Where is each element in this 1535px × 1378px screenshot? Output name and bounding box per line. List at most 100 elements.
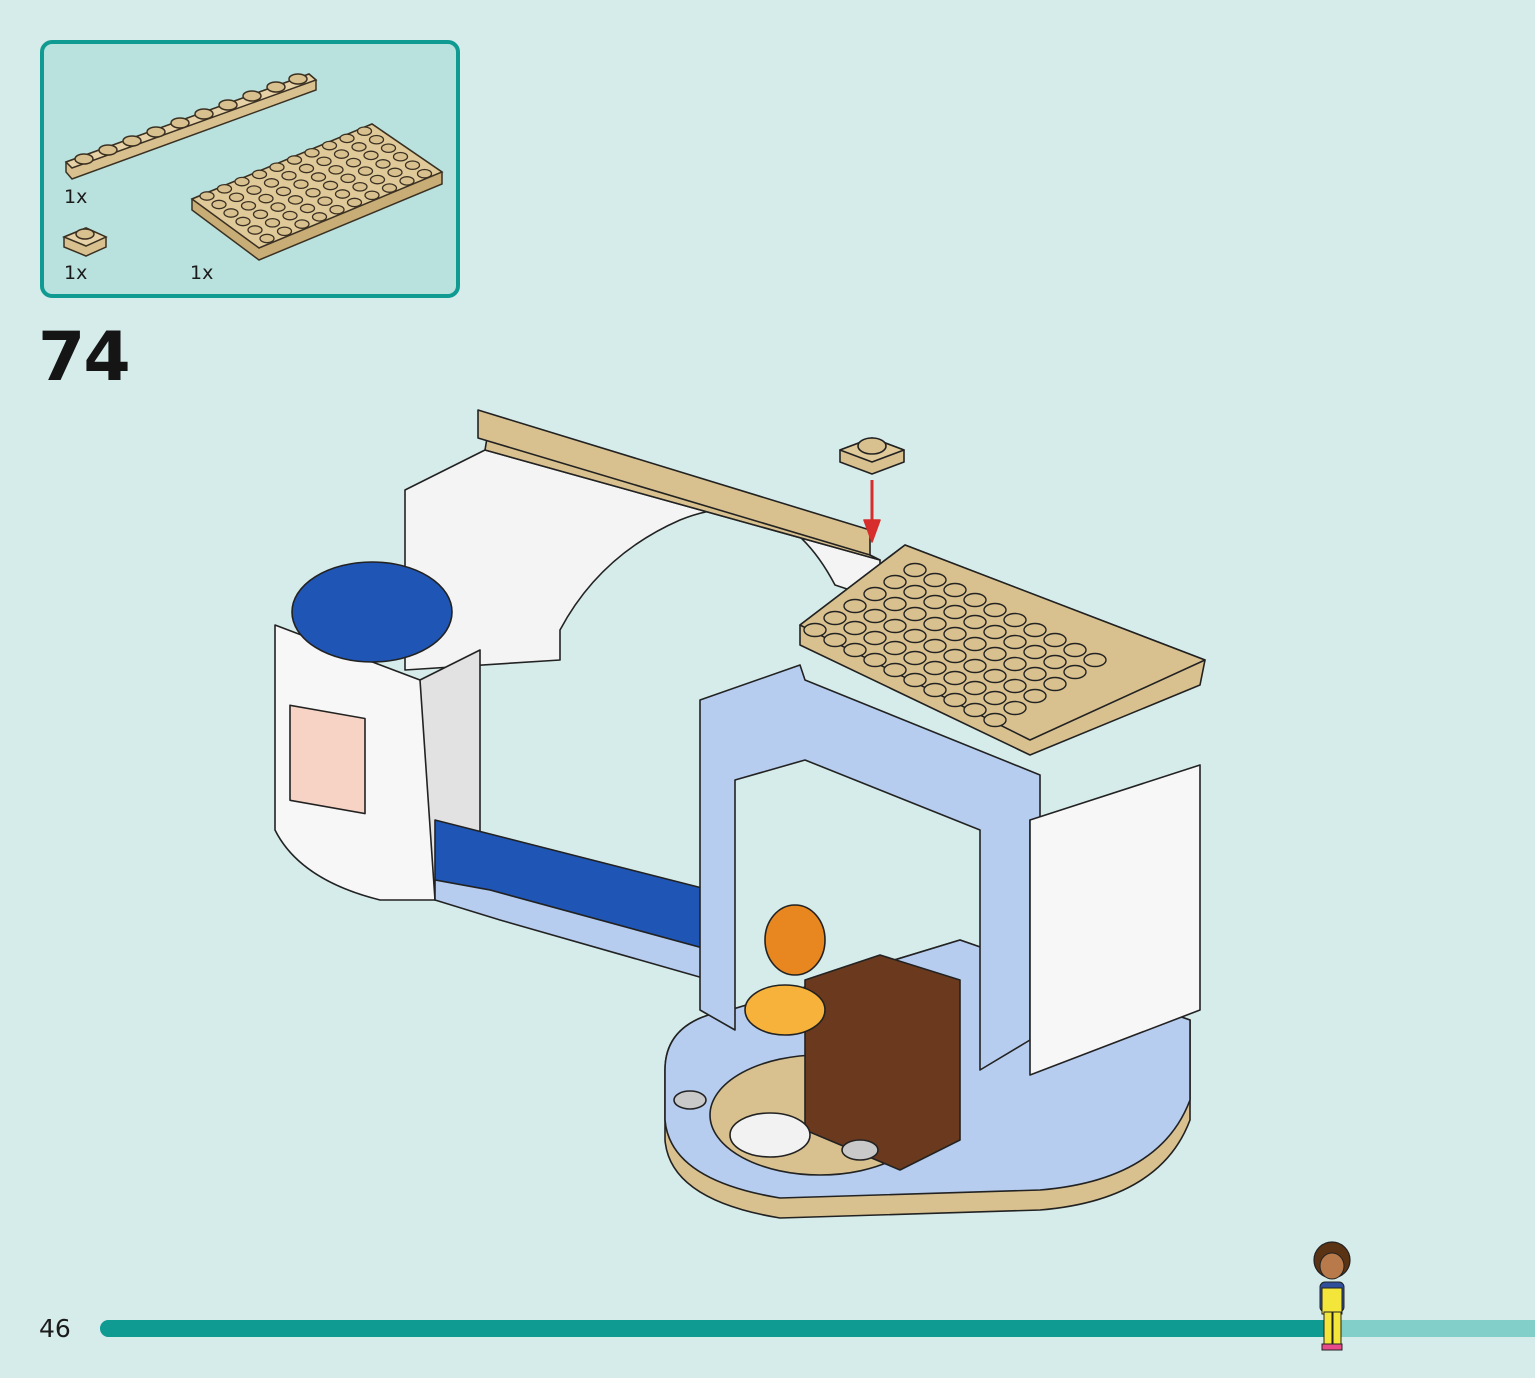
stud	[351, 142, 367, 152]
stud	[963, 636, 987, 652]
stud	[843, 642, 867, 658]
stud	[1023, 666, 1047, 682]
stud	[299, 203, 316, 214]
stud	[258, 193, 274, 204]
page-number: 46	[39, 1314, 71, 1343]
stud	[311, 212, 328, 222]
build-step-illustration	[274, 409, 1206, 1219]
stud	[334, 189, 351, 199]
stud	[416, 168, 433, 179]
stud	[251, 169, 268, 180]
stud	[983, 690, 1007, 706]
stud	[963, 680, 987, 696]
stud	[883, 596, 907, 612]
stud	[263, 178, 280, 188]
stud	[1043, 676, 1067, 692]
stud	[286, 155, 303, 165]
stud	[333, 149, 350, 159]
placement-arrow	[863, 480, 881, 543]
stud	[322, 180, 339, 191]
stud	[903, 672, 927, 688]
stud	[211, 199, 227, 210]
stud	[321, 140, 338, 151]
stud	[1023, 688, 1047, 704]
stud	[883, 618, 907, 634]
stud	[276, 226, 293, 237]
stud	[1063, 642, 1087, 658]
stud	[310, 172, 327, 182]
stud	[883, 662, 907, 678]
stud	[923, 638, 947, 654]
stud	[246, 185, 262, 195]
stud	[903, 628, 927, 644]
step-number: 74	[38, 318, 131, 397]
cake	[729, 1112, 811, 1158]
stud	[259, 233, 275, 244]
stud	[983, 602, 1007, 618]
stud	[823, 610, 847, 626]
stud	[363, 150, 379, 161]
stud	[983, 712, 1007, 728]
stud	[1003, 634, 1027, 650]
stud	[235, 216, 251, 227]
stud	[1003, 656, 1027, 672]
stud	[228, 192, 245, 203]
stud	[943, 670, 967, 686]
stud	[399, 176, 415, 186]
stud	[298, 163, 315, 174]
stud	[923, 594, 947, 610]
bread-shelf	[804, 954, 961, 1171]
stud	[843, 598, 867, 614]
stud	[883, 574, 907, 590]
stud	[199, 191, 215, 201]
stud	[1083, 652, 1107, 668]
stud	[863, 630, 887, 646]
stud	[983, 624, 1007, 640]
stud	[843, 620, 867, 636]
stud	[923, 682, 947, 698]
stud	[317, 196, 333, 207]
stud	[381, 183, 398, 193]
stud	[903, 584, 927, 600]
stud	[328, 164, 344, 175]
stud	[943, 648, 967, 664]
stud	[883, 640, 907, 656]
top-plate-1x10	[477, 409, 871, 556]
stud	[1043, 654, 1067, 670]
stud	[356, 126, 373, 137]
stud	[305, 187, 321, 198]
parts-needed-panel: 1x 1x 1x	[40, 40, 460, 298]
stud	[903, 562, 927, 578]
stud	[287, 195, 304, 205]
stud	[234, 176, 250, 187]
stud	[223, 208, 239, 218]
stud	[316, 156, 332, 167]
tan-plate-1x1-icon	[62, 227, 108, 257]
stud	[963, 614, 987, 630]
part-quantity: 1x	[64, 186, 88, 208]
stud	[943, 582, 967, 598]
tan-plate-1x10-icon	[64, 73, 318, 180]
stud	[983, 646, 1007, 662]
stud	[294, 219, 310, 229]
stud	[352, 181, 368, 192]
stud	[823, 632, 847, 648]
stud	[1003, 700, 1027, 716]
progress-bar-fill	[100, 1320, 1335, 1337]
new-1x1-plate	[839, 437, 905, 475]
oven-window	[289, 704, 366, 815]
stud	[392, 151, 409, 162]
stud	[369, 174, 386, 185]
stud	[943, 626, 967, 642]
stud	[264, 217, 281, 228]
right-wall	[1029, 764, 1201, 1076]
stud	[240, 200, 257, 211]
stud	[346, 197, 363, 208]
stud	[903, 606, 927, 622]
stud	[281, 170, 297, 181]
stud	[943, 692, 967, 708]
tan-plate-6x10-icon	[190, 123, 444, 261]
stud	[863, 586, 887, 602]
stud	[963, 658, 987, 674]
stud	[903, 650, 927, 666]
